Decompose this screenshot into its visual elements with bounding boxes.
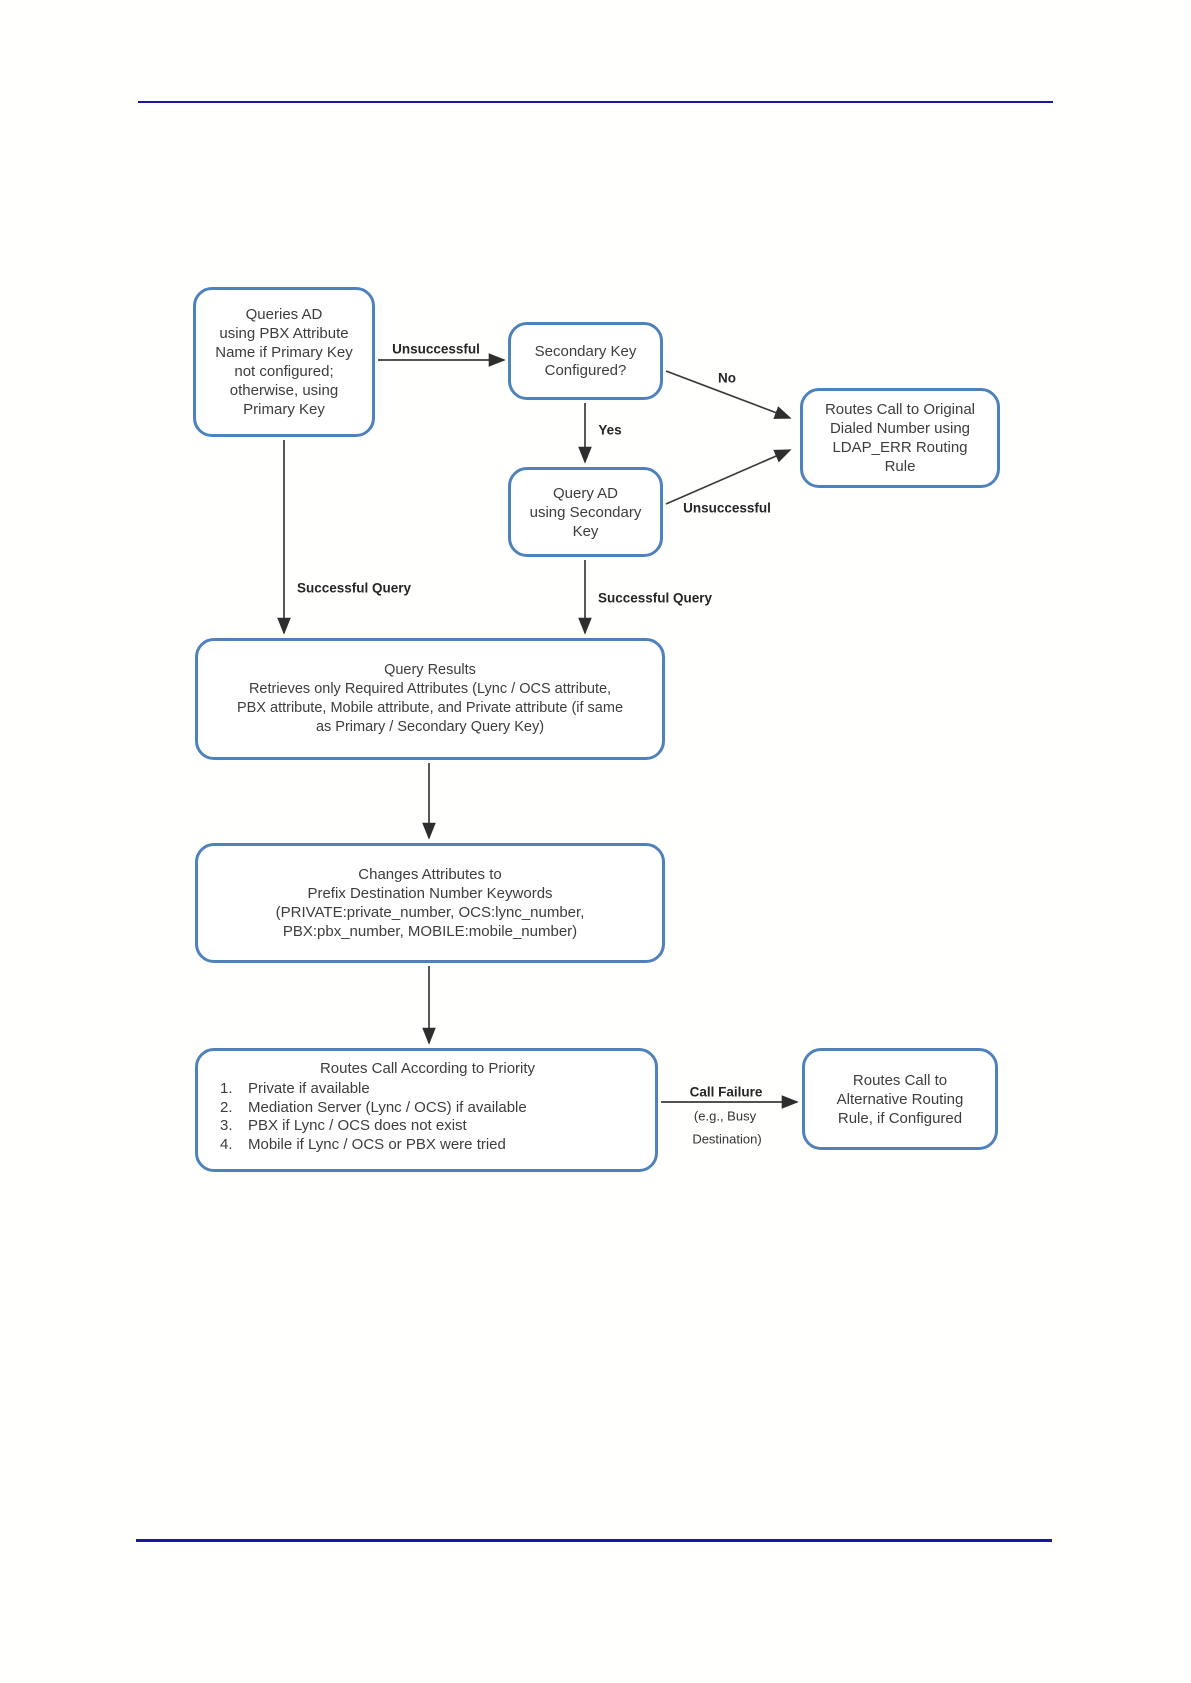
flow-box-routes-alternative: Routes Call to Alternative Routing Rule,…	[802, 1048, 998, 1150]
label-unsuccessful-secondary: Unsuccessful	[683, 500, 771, 516]
flow-box-query-ad-secondary: Query AD using Secondary Key	[508, 467, 663, 557]
arrow-unsuccessful-secondary	[665, 449, 792, 505]
routes-priority-item: 2. Mediation Server (Lync / OCS) if avai…	[208, 1099, 647, 1118]
footer-rule	[136, 1539, 1052, 1542]
routes-priority-item-number: 2.	[220, 1098, 233, 1116]
routes-priority-item: 4. Mobile if Lync / OCS or PBX were trie…	[208, 1136, 647, 1155]
flow-box-queries-ad-text: Queries AD using PBX Attribute Name if P…	[215, 306, 353, 418]
flow-box-queries-ad: Queries AD using PBX Attribute Name if P…	[193, 287, 375, 437]
routes-priority-list: 1. Private if available 2. Mediation Ser…	[208, 1080, 647, 1154]
flow-box-routes-original-text: Routes Call to Original Dialed Number us…	[824, 401, 976, 475]
flow-box-query-results-text: Query Results Retrieves only Required At…	[236, 662, 624, 735]
routes-priority-item-text: Private if available	[248, 1080, 370, 1097]
flow-box-query-results: Query Results Retrieves only Required At…	[195, 638, 665, 760]
flow-box-routes-alternative-text: Routes Call to Alternative Routing Rule,…	[836, 1071, 964, 1127]
routes-priority-item-number: 3.	[220, 1117, 233, 1134]
flow-box-changes-attributes-text: Changes Attributes to Prefix Destination…	[275, 866, 585, 940]
flow-box-routes-original-number: Routes Call to Original Dialed Number us…	[800, 388, 1000, 488]
flow-box-routes-priority: Routes Call According to Priority 1. Pri…	[195, 1048, 658, 1172]
label-successful-query-left: Successful Query	[296, 580, 412, 596]
flow-box-secondary-key-text: Secondary Key Configured?	[534, 343, 637, 379]
routes-priority-item-text: PBX if Lync / OCS does not exist	[248, 1117, 467, 1134]
routes-priority-item-number: 1.	[220, 1080, 233, 1097]
label-unsuccessful-primary: Unsuccessful	[392, 341, 480, 357]
flow-box-changes-attributes: Changes Attributes to Prefix Destination…	[195, 843, 665, 963]
routes-priority-item: 1. Private if available	[208, 1080, 647, 1099]
arrow-no	[665, 370, 792, 419]
label-call-failure-sub2: Destination)	[692, 1131, 762, 1147]
header-rule	[138, 101, 1053, 103]
routes-priority-item: 3. PBX if Lync / OCS does not exist	[208, 1117, 647, 1136]
flow-box-query-ad-secondary-text: Query AD using Secondary Key	[529, 484, 642, 540]
label-yes: Yes	[598, 422, 622, 438]
routes-priority-item-number: 4.	[220, 1135, 233, 1153]
label-successful-query-right: Successful Query	[597, 590, 713, 606]
label-call-failure: Call Failure	[689, 1084, 763, 1100]
routes-priority-item-text: Mobile if Lync / OCS or PBX were tried	[248, 1135, 506, 1153]
routes-priority-item-text: Mediation Server (Lync / OCS) if availab…	[248, 1098, 527, 1116]
flow-box-secondary-key-configured: Secondary Key Configured?	[508, 322, 663, 400]
routes-priority-title: Routes Call According to Priority	[319, 1060, 536, 1077]
label-call-failure-sub1: (e.g., Busy	[693, 1108, 757, 1124]
label-no: No	[718, 370, 736, 386]
